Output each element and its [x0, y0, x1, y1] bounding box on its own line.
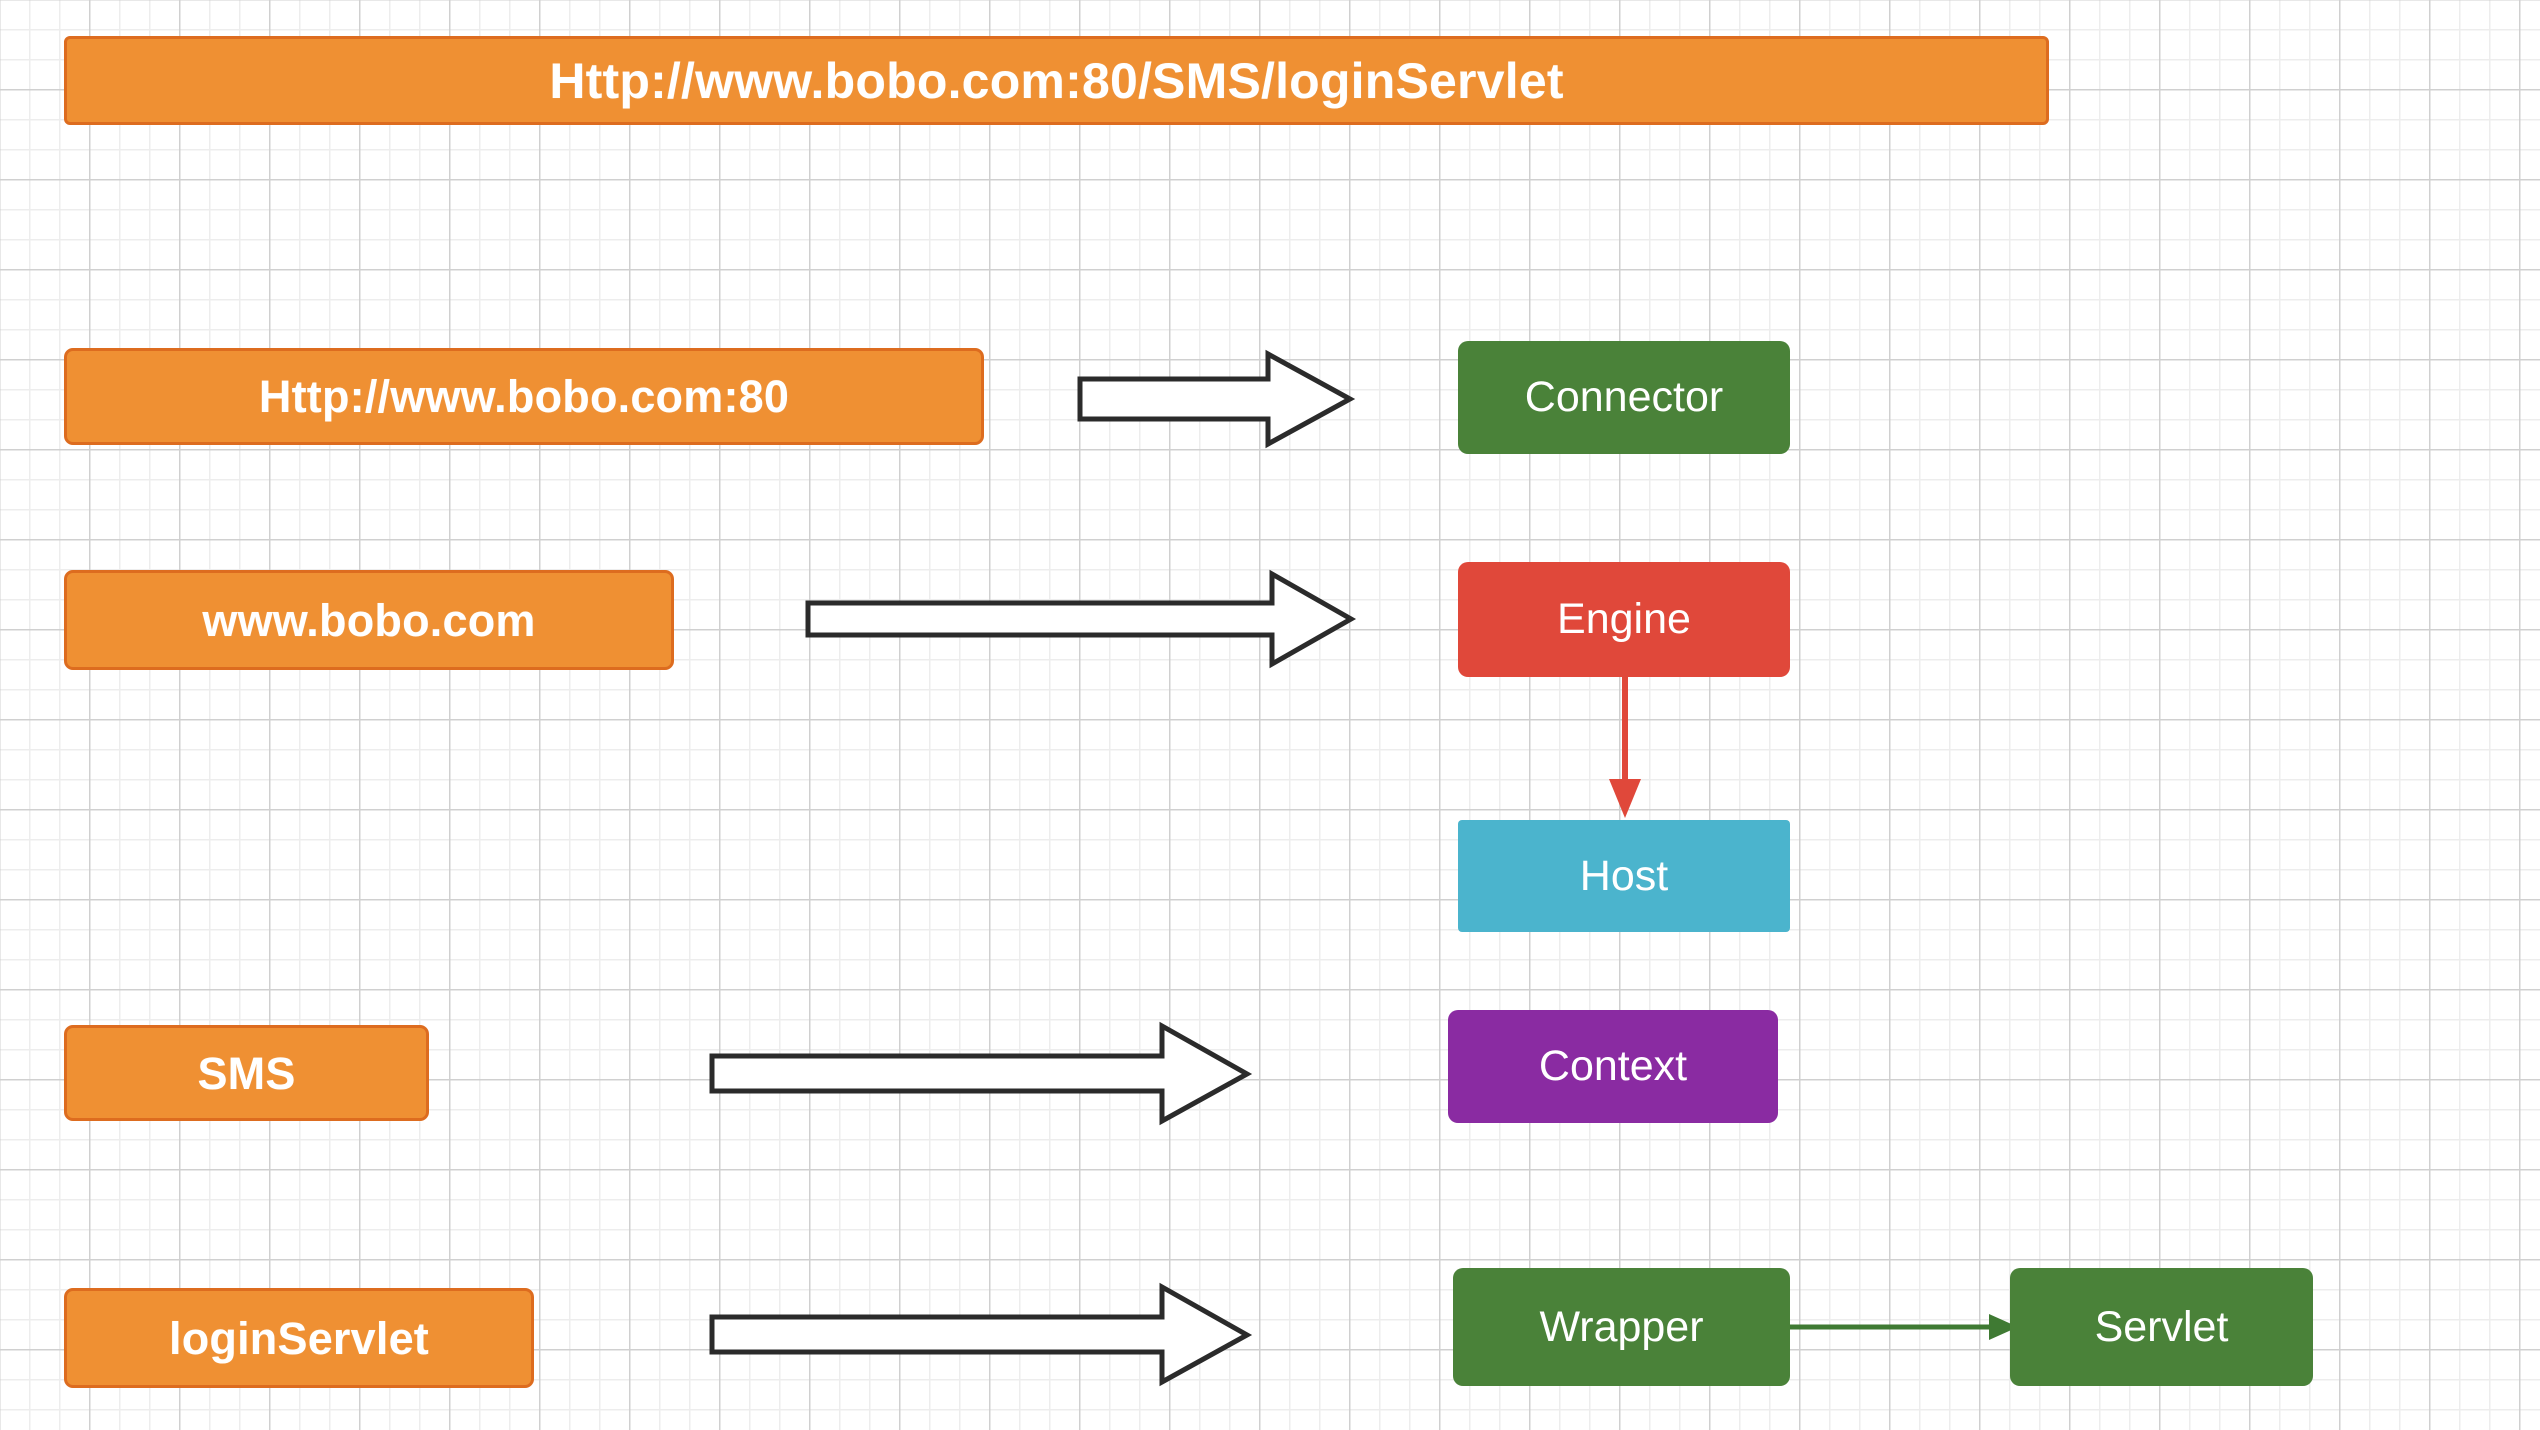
component-label-host: Host: [1579, 851, 1669, 900]
url-part-label-1: www.bobo.com: [202, 594, 536, 646]
url-part-box-servlet-path: loginServlet: [64, 1288, 534, 1388]
component-box-servlet: Servlet: [2010, 1268, 2313, 1386]
title-banner-label: Http://www.bobo.com:80/SMS/loginServlet: [549, 52, 1564, 109]
block-arrow-to-engine: [806, 570, 1354, 668]
component-label-context: Context: [1538, 1042, 1688, 1090]
component-label-engine: Engine: [1557, 595, 1691, 643]
component-box-host: Host: [1458, 820, 1790, 932]
block-arrow-to-context: [710, 1022, 1250, 1124]
url-part-label-0: Http://www.bobo.com:80: [258, 371, 790, 422]
block-arrow-to-connector: [1078, 350, 1353, 448]
url-part-label-2: SMS: [197, 1047, 296, 1099]
url-part-box-host: www.bobo.com: [64, 570, 674, 670]
url-part-label-3: loginServlet: [169, 1312, 429, 1364]
component-label-servlet: Servlet: [2094, 1302, 2229, 1351]
component-box-engine: Engine: [1458, 562, 1790, 677]
url-part-box-protocol-host-port: Http://www.bobo.com:80: [64, 348, 984, 445]
title-banner: Http://www.bobo.com:80/SMS/loginServlet: [64, 36, 2049, 125]
component-box-context: Context: [1448, 1010, 1778, 1123]
block-arrow-to-wrapper: [710, 1283, 1250, 1385]
component-label-connector: Connector: [1524, 373, 1724, 421]
line-arrow-engine-to-host: [1598, 675, 1652, 820]
line-arrow-wrapper-to-servlet: [1790, 1305, 2020, 1349]
component-label-wrapper: Wrapper: [1539, 1302, 1704, 1351]
component-box-connector: Connector: [1458, 341, 1790, 454]
url-part-box-context-path: SMS: [64, 1025, 429, 1121]
component-box-wrapper: Wrapper: [1453, 1268, 1790, 1386]
